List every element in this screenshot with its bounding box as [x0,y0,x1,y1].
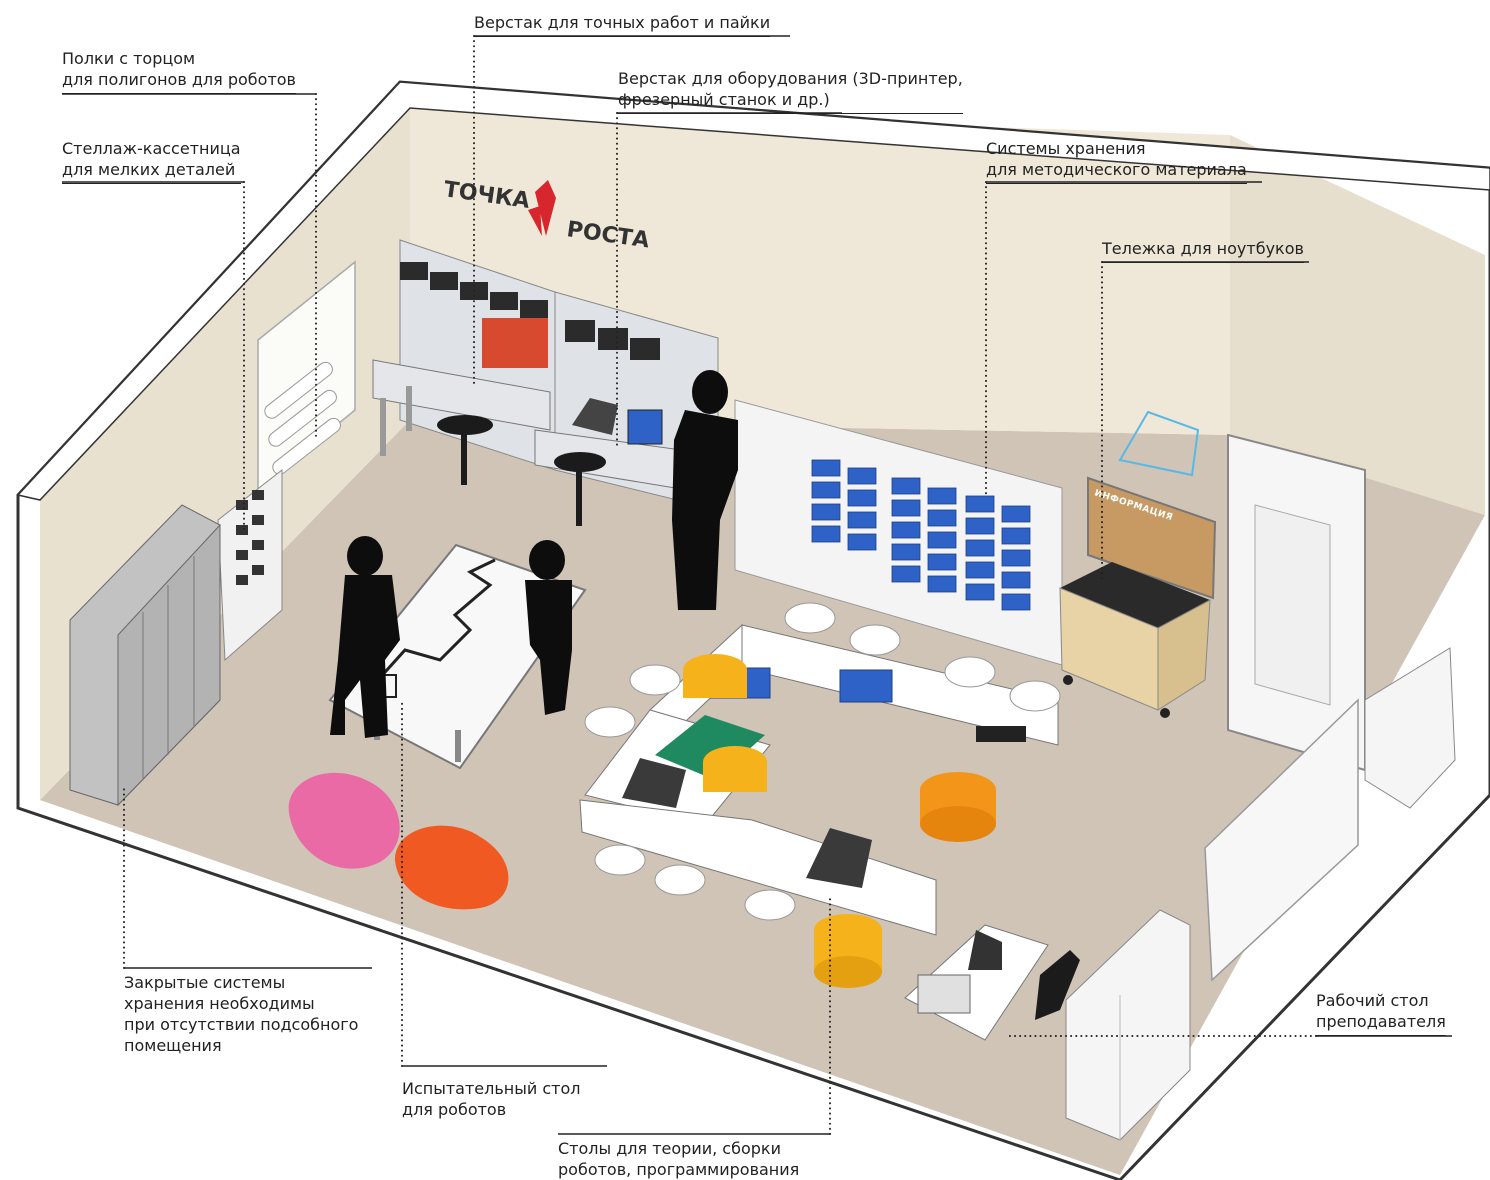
label-laptop-cart: Тележка для ноутбуков [1102,238,1304,263]
label-closed-storage: Закрытые системы хранения необходимы при… [124,973,359,1055]
laptop-cart [1059,562,1211,718]
workbench-precision [372,239,556,471]
right-wall [1230,135,1485,515]
closed-cabinet [69,504,221,807]
label-theory-tables: Столы для теории, сборки роботов, програ… [558,1139,800,1179]
wall-sign [1118,410,1200,477]
wall-cap [16,81,1490,501]
polygon-rolls [264,361,341,475]
sink [1364,647,1456,809]
office-chair [1035,950,1080,1020]
rack-cassette [217,468,283,662]
printer-3d [627,409,663,445]
label-workbench-precision: Верстак для точных работ и пайки [474,12,771,37]
stools [437,415,606,526]
label-workbench-equipment: Верстак для оборудования (3D-принтер, фр… [618,68,963,114]
bench-laptop [572,398,618,435]
laptop-1 [622,758,686,808]
printer [917,974,971,1014]
green-mat [655,715,765,780]
storage-shelves [734,399,1063,666]
label-shelves-polygons: Полки с торцом для полигонов для роботов [62,48,296,94]
label-rack-cassette: Стеллаж-кассетница для мелких деталей [62,138,241,184]
label-storage-methodical: Системы хранения для методического матер… [986,138,1247,184]
people-silhouettes [330,370,738,738]
keyboard [976,726,1026,742]
teacher-laptop [968,930,1002,970]
chairs [584,602,1061,921]
theory-tables [579,623,1059,936]
label-teacher-desk: Рабочий стол преподавателя [1316,990,1446,1036]
beanbag-pink [288,772,400,869]
laptop-2 [806,828,872,888]
teacher-desk [904,924,1080,1041]
beanbag-orange [395,825,509,910]
mobile-whiteboard [1204,698,1359,982]
poufs [683,654,996,988]
blue-tray-2 [839,669,893,703]
door [1227,433,1366,772]
logo-mark-icon [528,180,556,236]
shelf-cube [1065,909,1191,1141]
label-test-table: Испытательный стол для роботов [402,1079,581,1119]
